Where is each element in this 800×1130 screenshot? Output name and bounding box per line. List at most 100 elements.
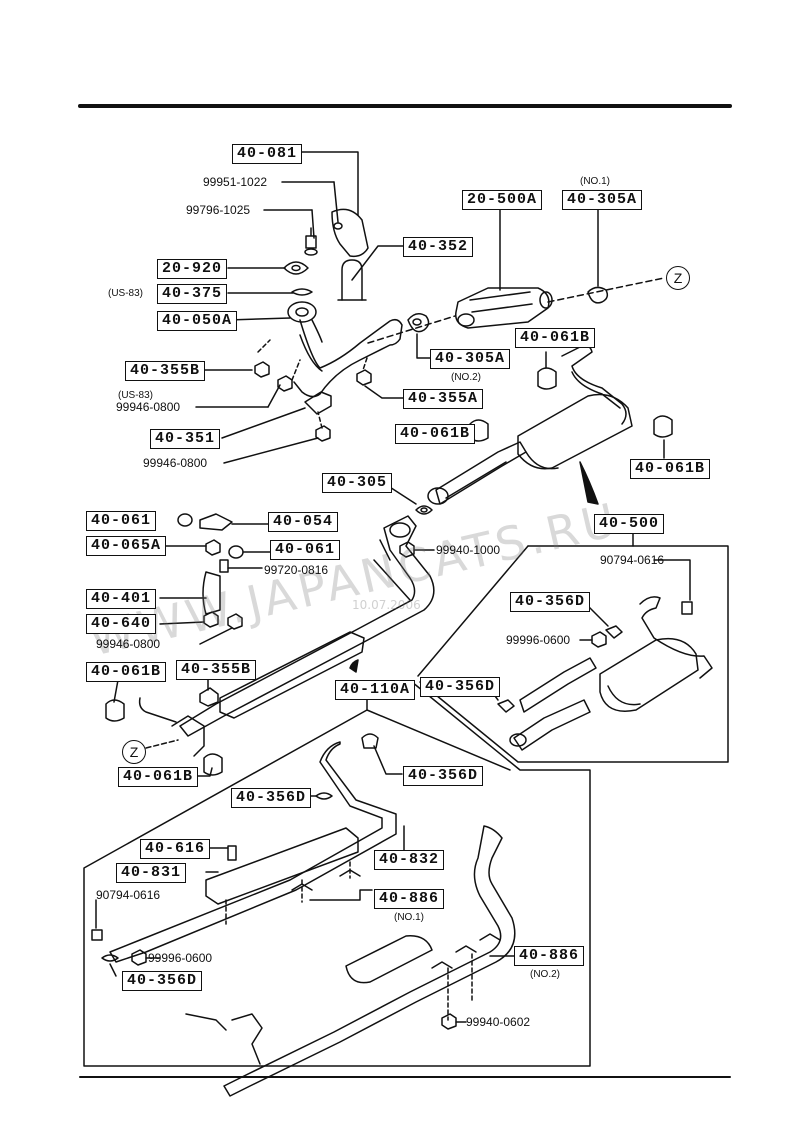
- u-bolt-40-352: [341, 259, 363, 301]
- part-40-110A: 40-110A: [335, 680, 416, 700]
- leader-40-050A: [227, 317, 291, 321]
- heat-shield-40-831: [205, 827, 359, 905]
- nut-40-640: [203, 611, 219, 628]
- nut-40-355B-top: [254, 361, 270, 378]
- part-99946-0800-a: 99946-0800: [116, 400, 181, 414]
- part-99996-0600-b: 99996-0600: [148, 951, 213, 965]
- leader-40-355A: [364, 385, 404, 399]
- part-40-401: 40-401: [86, 589, 157, 609]
- hanger-brackets-40-886-b: [431, 933, 501, 969]
- heat-shield-main: [219, 631, 365, 719]
- o-ring-40-061-b: [228, 545, 244, 559]
- z-top-dash: [547, 277, 665, 303]
- part-40-065A: 40-065A: [86, 536, 167, 556]
- bolt-99720: [219, 559, 229, 573]
- part-40-061B-d: 40-061B: [86, 662, 167, 682]
- nut-99996-b: [131, 949, 147, 966]
- hanger-40-061B-d: [105, 699, 125, 722]
- part-40-831: 40-831: [116, 863, 187, 883]
- part-40-355B-bot: 40-355B: [176, 660, 257, 680]
- part-40-351: 40-351: [150, 429, 221, 449]
- leader-40-352: [351, 245, 404, 281]
- resonator-rear: [345, 935, 433, 984]
- exhaust-manifold-pipe: [293, 318, 403, 398]
- part-40-356D-d: 40-356D: [231, 788, 312, 808]
- bolt-90794-a: [681, 601, 693, 615]
- arrow-to-40-110A: [349, 659, 359, 673]
- part-40-356D-c: 40-356D: [403, 766, 484, 786]
- nut-99946-c: [227, 613, 243, 630]
- leader-40-081: [299, 151, 359, 216]
- part-40-356D-e: 40-356D: [122, 971, 203, 991]
- intermediate-pipe-inset: [519, 657, 597, 713]
- bracket-40-401: [202, 571, 221, 615]
- watermark-date: 10.07.2006: [352, 598, 421, 612]
- leader-40-061B-d: [113, 679, 119, 703]
- part-99951-1022: 99951-1022: [203, 175, 268, 189]
- clamp-40-356D-e: [101, 954, 119, 962]
- part-40-640: 40-640: [86, 614, 157, 634]
- gasket-40-375: [291, 288, 313, 296]
- clamp-40-356D-b: [497, 699, 515, 713]
- hanger-40-061B-a: [537, 367, 557, 390]
- nut-40-355A: [356, 369, 372, 386]
- heat-shield-top: [331, 208, 369, 258]
- part-40-050A: 40-050A: [157, 311, 238, 331]
- part-99996-0600-a: 99996-0600: [506, 633, 571, 647]
- clamp-40-356D-a: [605, 625, 623, 639]
- part-40-886-b: 40-886: [514, 946, 585, 966]
- intermediate-pipe-upper: [435, 441, 527, 505]
- part-40-356D-a: 40-356D: [510, 592, 591, 612]
- part-40-061B-b: 40-061B: [395, 424, 476, 444]
- muffler-inset: [599, 637, 699, 712]
- part-40-061B-e: 40-061B: [118, 767, 199, 787]
- us83-note-b: (US-83): [118, 390, 154, 401]
- part-40-305A-top: 40-305A: [562, 190, 643, 210]
- part-99796-1025: 99796-1025: [186, 203, 251, 217]
- leader-40-305A-mid: [416, 333, 431, 359]
- part-90794-0616-b: 90794-0616: [96, 888, 161, 902]
- no2-note-a: (NO.2): [451, 372, 481, 383]
- hanger-brackets-40-886-a: [291, 869, 361, 891]
- hanger-40-061B-e: [203, 753, 223, 776]
- leader-40-351: [221, 407, 306, 439]
- leader-99946-b: [223, 437, 319, 464]
- z-bottom-dash: [145, 739, 179, 749]
- nut-40-065A: [205, 539, 221, 556]
- part-40-352: 40-352: [403, 237, 474, 257]
- part-40-355A: 40-355A: [403, 389, 484, 409]
- part-20-500A: 20-500A: [462, 190, 543, 210]
- part-40-305A-mid: 40-305A: [430, 349, 511, 369]
- us83-note-a: (US-83): [108, 288, 144, 299]
- part-40-061B-c: 40-061B: [630, 459, 711, 479]
- inset-40-110A-outline: [83, 681, 591, 1067]
- part-40-355B-top: 40-355B: [125, 361, 206, 381]
- no1-note-a: (NO.1): [580, 176, 610, 187]
- part-99946-0800-b: 99946-0800: [143, 456, 208, 470]
- front-pipe-main: [179, 515, 435, 737]
- bolt-40-616: [227, 845, 237, 861]
- rear-hanger: [231, 1013, 263, 1065]
- inset-40-500-outline: [419, 529, 729, 763]
- rear-bracket-left: [171, 715, 205, 757]
- bracket-40-355B-bot: [199, 687, 219, 707]
- rear-pipe-40-110A: [223, 825, 516, 1097]
- tail-pipe-upper: [561, 344, 627, 425]
- clamp-40-356D-d: [315, 792, 333, 800]
- connector-z-bottom: Z: [122, 740, 146, 764]
- gasket-40-305A-top: [587, 286, 609, 304]
- connector-z-top: Z: [666, 266, 690, 290]
- arrow-to-40-500: [579, 461, 599, 505]
- o-ring-40-061-a: [177, 513, 193, 527]
- part-20-920: 20-920: [157, 259, 228, 279]
- no1-note-b: (NO.1): [394, 912, 424, 923]
- part-40-305: 40-305: [322, 473, 393, 493]
- part-40-500: 40-500: [594, 514, 665, 534]
- bolt-99796: [305, 227, 317, 249]
- part-40-886-a: 40-886: [374, 889, 445, 909]
- part-99940-0602: 99940-0602: [466, 1015, 531, 1029]
- part-40-061-a: 40-061: [86, 511, 157, 531]
- gasket-40-305: [415, 505, 433, 515]
- part-99720-0816: 99720-0816: [264, 563, 329, 577]
